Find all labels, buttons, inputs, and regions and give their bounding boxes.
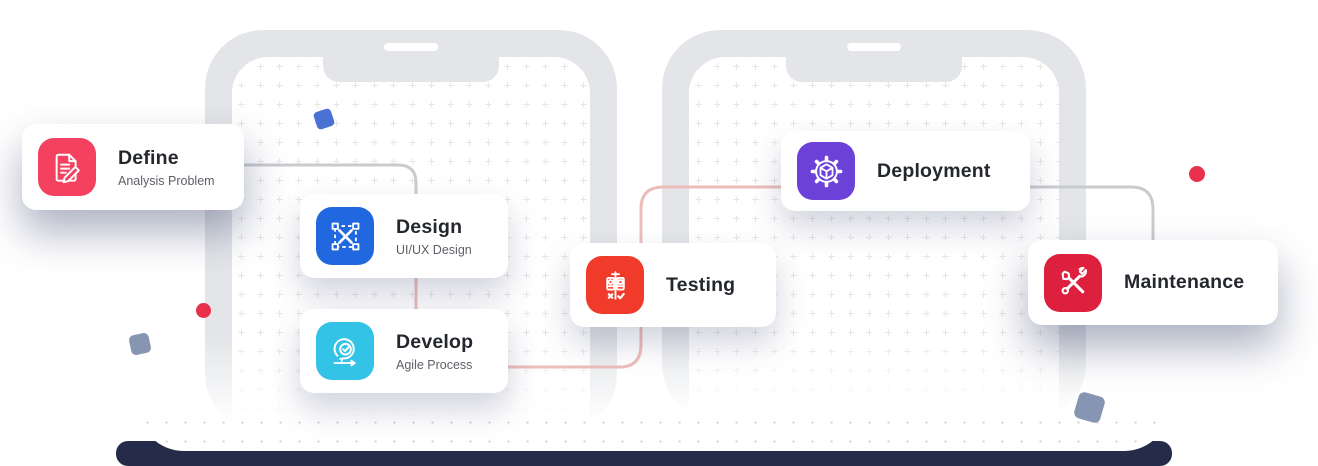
step-subtitle: Agile Process <box>396 357 473 372</box>
agile-sprint-icon <box>316 322 374 380</box>
step-title: Design <box>396 215 463 238</box>
step-title: Maintenance <box>1124 271 1245 293</box>
phone-side-button <box>201 215 206 247</box>
step-card-define: Define Analysis Problem <box>22 124 244 210</box>
design-frame-icon <box>316 207 374 265</box>
phone-side-button <box>201 256 206 302</box>
phone-speaker <box>847 43 901 51</box>
phone-notch <box>786 57 962 82</box>
slate-square-decoration <box>128 332 152 356</box>
red-dot-decoration <box>1189 166 1205 182</box>
step-card-deployment: Deployment <box>781 131 1030 211</box>
dotted-strip <box>138 413 1170 451</box>
step-title: Develop <box>396 330 474 353</box>
phone-mockup-right <box>658 30 1086 422</box>
dot-grid-pattern <box>689 57 1059 422</box>
ab-testing-icon <box>586 256 644 314</box>
gear-cube-icon <box>797 142 855 200</box>
document-pen-icon <box>38 138 96 196</box>
step-subtitle: Analysis Problem <box>118 173 215 188</box>
step-title: Deployment <box>877 159 991 182</box>
red-dot-decoration <box>196 303 211 318</box>
phone-side-button <box>658 160 663 212</box>
step-title: Testing <box>666 273 736 296</box>
phone-notch <box>323 57 499 82</box>
phone-speaker <box>384 43 438 51</box>
phone-side-button <box>658 115 663 151</box>
step-card-develop: Develop Agile Process <box>300 309 508 393</box>
phone-screen <box>689 57 1059 422</box>
step-card-maintenance: Maintenance <box>1028 240 1278 325</box>
wrench-screwdriver-icon <box>1044 253 1102 312</box>
laptop-screen <box>138 0 1170 451</box>
step-subtitle: UI/UX Design <box>396 242 472 257</box>
step-card-design: Design UI/UX Design <box>300 194 508 278</box>
step-card-testing: Testing <box>570 243 776 327</box>
step-title: Define <box>118 146 179 169</box>
